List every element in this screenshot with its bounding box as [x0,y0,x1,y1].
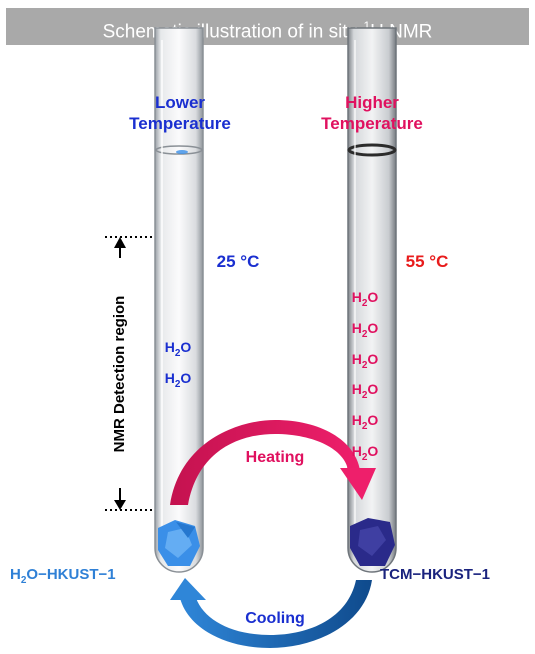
cooling-label: Cooling [245,610,305,627]
left-crystal [158,520,200,566]
h2o-molecule: H2O [351,412,379,432]
h2o-molecule: H2O [351,289,379,309]
detection-region-label: NMR Detection region [111,295,128,453]
title-banner: Schematic illustration of in situ 1H NMR [6,8,529,45]
right-label-line2: Temperature [321,114,423,133]
left-sample-text: H2O−HKUST−1 [10,566,116,586]
detection-region-marker [105,236,155,511]
h2o-molecule: H2O [351,319,379,340]
left-temperature: 25 °C [216,252,260,271]
right-sample-label: TCM−HKUST−1 [380,566,491,583]
left-sample-label: H2O−HKUST−1 [10,566,160,586]
h2o-molecule: H2O [351,381,379,402]
heating-arrow [170,420,376,505]
left-label-line1: Lower [154,93,206,112]
cooling-arrow [170,578,372,648]
right-label-line1: Higher [345,93,399,112]
right-tube-label: Higher Temperature [312,92,432,134]
right-crystal [350,518,395,566]
left-nmr-tube [154,27,204,573]
right-temperature: 55 °C [405,252,449,271]
left-label-line2: Temperature [129,114,231,133]
right-h2o-stack: H2O H2O H2O H2O H2O H2O [337,285,393,470]
left-h2o-stack: H2O H2O [150,335,206,397]
heating-label: Heating [245,449,305,466]
left-tube-label: Lower Temperature [120,92,240,134]
title-superscript: 1 [363,19,371,33]
h2o-molecule: H2O [164,339,192,359]
h2o-molecule: H2O [164,369,192,390]
h2o-molecule: H2O [351,442,379,463]
h2o-molecule: H2O [351,350,379,371]
